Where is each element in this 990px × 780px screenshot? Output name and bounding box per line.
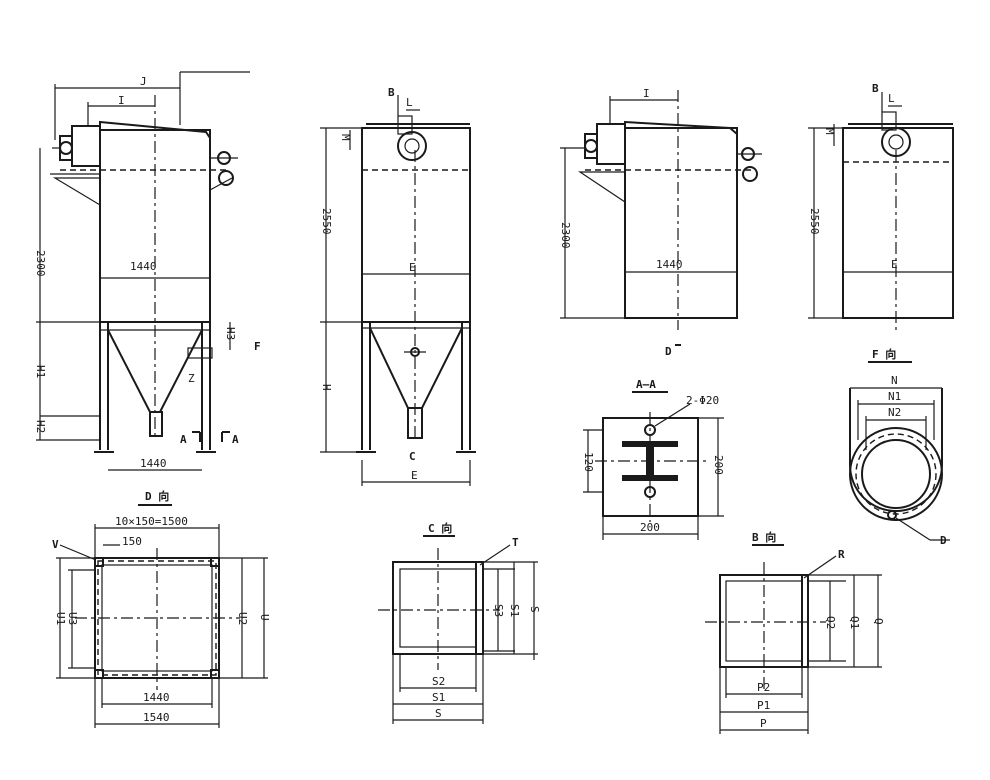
- v2-dim-L: L: [406, 96, 413, 109]
- v3-dim-2300: 2300: [559, 222, 572, 249]
- v1-fan-housing: [71, 125, 101, 167]
- d-view-title: D 向: [145, 489, 169, 503]
- c-label-T: T: [512, 536, 519, 549]
- view-4-side-elevation: B L M 2550 E: [808, 82, 954, 330]
- b-dim-Q1: Q1: [848, 616, 861, 629]
- c-dim-S2-bottom: S2: [432, 675, 445, 688]
- v2-dim-2550: 2550: [320, 208, 333, 235]
- d-label-V: V: [52, 538, 59, 551]
- v1-label-A-right: A: [232, 433, 239, 446]
- f-flange-ring: [849, 427, 943, 521]
- b-view-plan: B 向 R Q2 Q1 Q P2 P1 P: [705, 530, 885, 734]
- d-view-plan: D 向 10×150=1500 V 150 U1 U3 U2 U 1440 15…: [52, 489, 271, 728]
- v1-dim-1440-body: 1440: [130, 260, 157, 273]
- v3-fan-housing: [596, 123, 626, 165]
- v3-dim-1440: 1440: [656, 258, 683, 271]
- d-dim-150: 150: [122, 535, 142, 548]
- b-view-title: B 向: [752, 530, 776, 544]
- v1-dim-2300: 2300: [34, 250, 47, 277]
- view-3-front-elevation: I 2300 1440 D: [559, 87, 762, 358]
- c-dim-S1: S1: [508, 604, 521, 617]
- f-label-D: D: [940, 534, 947, 547]
- v4-dim-L: L: [888, 92, 895, 105]
- d-dim-1540: 1540: [143, 711, 170, 724]
- b-dim-Q: Q: [872, 618, 885, 625]
- v1-dim-I: I: [118, 94, 125, 107]
- v4-dim-E-body: E: [891, 258, 898, 271]
- v1-dim-H3: H3: [224, 327, 237, 340]
- c-view-title: C 向: [428, 521, 452, 535]
- v1-dim-H2: H2: [34, 420, 47, 433]
- f-dim-N1: N1: [888, 390, 901, 403]
- aa-dim-200-h: 200: [712, 455, 725, 475]
- b-dim-P1: P1: [757, 699, 770, 712]
- d-dim-U3: U3: [66, 612, 79, 625]
- aa-holes-label: 2-Φ20: [686, 394, 719, 407]
- v1-dim-Z: Z: [188, 372, 195, 385]
- view-1-front-elevation: J I 2300 1440 H1 H3 F Z H2 A A 1440: [34, 71, 261, 471]
- v2-dim-M: M: [339, 134, 352, 141]
- v4-label-B: B: [872, 82, 879, 95]
- aa-dim-120: 120: [582, 452, 595, 472]
- v3-dim-I: I: [643, 87, 650, 100]
- v2-hopper: [369, 327, 463, 409]
- v2-body: [361, 127, 471, 323]
- v2-label-C: C: [409, 450, 416, 463]
- c-dim-S1-bottom: S1: [432, 691, 445, 704]
- v2-dim-H: H: [320, 384, 333, 391]
- f-dim-N2: N2: [888, 406, 901, 419]
- v2-dim-E-base: E: [411, 469, 418, 482]
- v2-label-B: B: [388, 86, 395, 99]
- aa-dim-200-w: 200: [640, 521, 660, 534]
- f-outer-ring: [849, 388, 943, 512]
- b-dim-Q2: Q2: [824, 616, 837, 629]
- c-dim-S3: S3: [492, 604, 505, 617]
- view-2-side-elevation: B L M 2550 E H C E: [320, 86, 476, 486]
- f-view-flange: F 向 N N1 N2 D: [849, 347, 950, 547]
- v1-label-F: F: [254, 340, 261, 353]
- section-a-a: A—A 2-Φ20 120 200 200: [582, 378, 725, 540]
- v1-dim-1440-base: 1440: [140, 457, 167, 470]
- f-dim-N: N: [891, 374, 898, 387]
- d-dim-U1: U1: [54, 612, 67, 625]
- d-dim-1440: 1440: [143, 691, 170, 704]
- v4-dim-M: M: [823, 128, 836, 135]
- b-dim-P: P: [760, 717, 767, 730]
- c-view-plan: C 向 T S3 S1 S S2 S1 S: [378, 521, 541, 724]
- d-dim-spacing: 10×150=1500: [115, 515, 188, 528]
- d-dim-U2: U2: [236, 612, 249, 625]
- v3-label-D: D: [665, 345, 672, 358]
- f-view-title: F 向: [872, 347, 896, 361]
- v1-dim-J: J: [140, 75, 147, 88]
- d-dim-U: U: [258, 614, 271, 621]
- v4-dim-2550: 2550: [808, 208, 821, 235]
- f-pipe-bore: [861, 439, 931, 509]
- v1-dim-H1: H1: [34, 365, 47, 378]
- v1-label-A-left: A: [180, 433, 187, 446]
- c-dim-S: S: [528, 606, 541, 613]
- v2-fan-scroll: [397, 131, 427, 161]
- b-dim-P2: P2: [757, 681, 770, 694]
- c-dim-S-bottom: S: [435, 707, 442, 720]
- b-label-R: R: [838, 548, 845, 561]
- v2-dim-E-body: E: [409, 261, 416, 274]
- aa-title: A—A: [636, 378, 656, 391]
- v3-body: [624, 127, 738, 319]
